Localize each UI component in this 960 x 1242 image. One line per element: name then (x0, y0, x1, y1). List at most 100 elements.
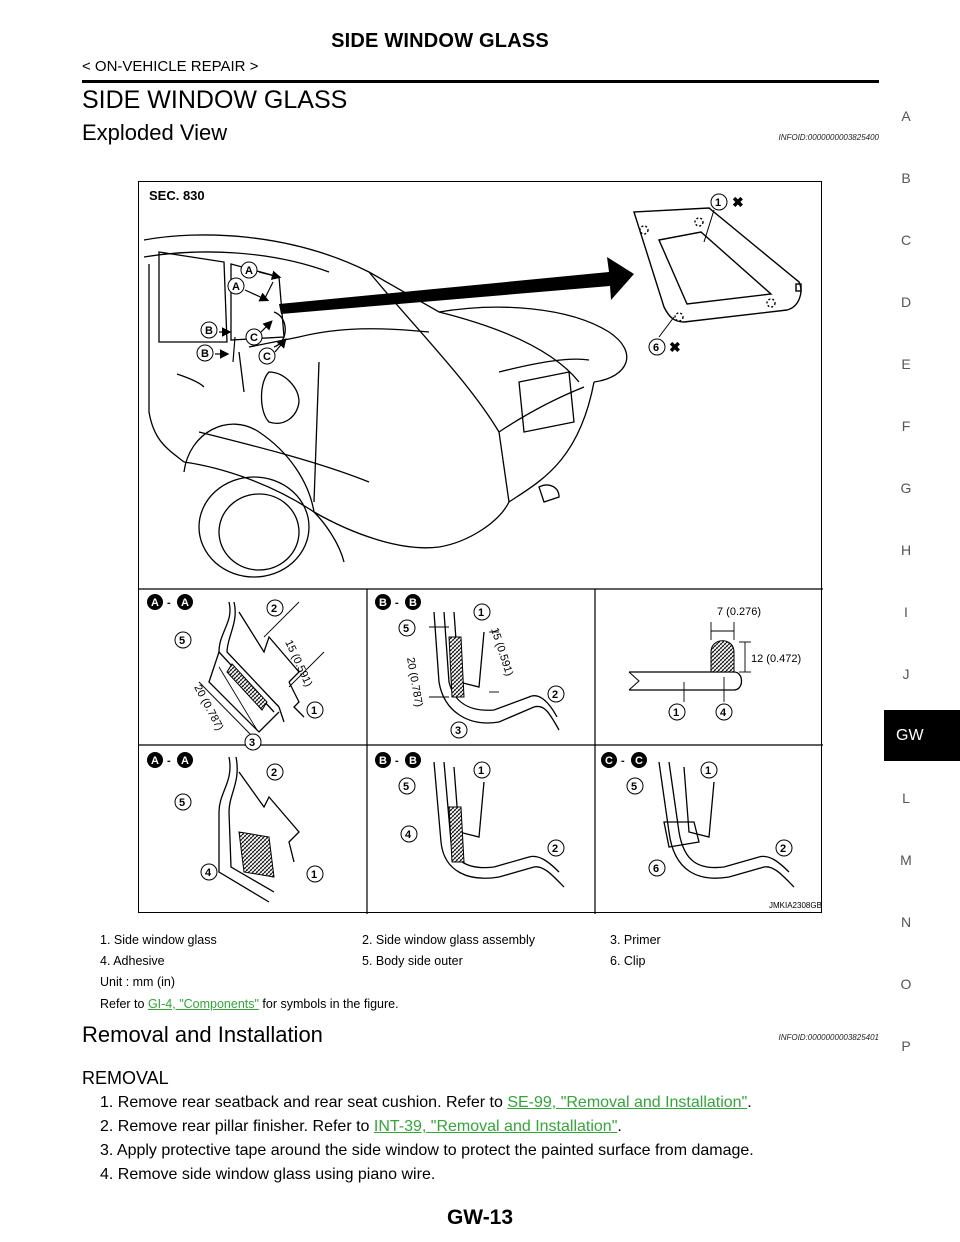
section-b-b-top: B - B 15 (0.591) 20 (0.787) 1 5 2 3 (375, 594, 565, 739)
exploded-view-infoid: INFOID:0000000003825400 (778, 133, 879, 142)
section-mark-c: C (250, 332, 258, 344)
svg-text:1: 1 (478, 607, 484, 619)
section-a-a-bottom: A - A 2 5 4 1 (147, 752, 324, 903)
index-letter[interactable]: M (900, 852, 912, 868)
svg-text:2: 2 (271, 603, 277, 615)
legend-item: 3. Primer (610, 933, 661, 947)
svg-text:C: C (605, 755, 613, 767)
svg-text:7 (0.276): 7 (0.276) (717, 606, 761, 618)
svg-text:2: 2 (271, 767, 277, 779)
svg-text:5: 5 (403, 781, 409, 793)
index-letter[interactable]: L (902, 790, 910, 806)
index-letter[interactable]: F (901, 418, 911, 434)
breadcrumb: < ON-VEHICLE REPAIR > (82, 58, 259, 75)
svg-text:B: B (379, 597, 387, 609)
svg-text:B: B (379, 755, 387, 767)
section-mark-a: A (245, 265, 253, 277)
step-2: 2. Remove rear pillar finisher. Refer to… (100, 1118, 622, 1135)
page-title: SIDE WINDOW GLASS (82, 86, 348, 114)
section-c-c: C - C 1 5 6 2 (601, 752, 795, 888)
section-mark-b: B (201, 348, 209, 360)
svg-text:5: 5 (179, 797, 185, 809)
index-letter[interactable]: J (902, 666, 910, 682)
svg-text:5: 5 (403, 623, 409, 635)
svg-text:20 (0.787): 20 (0.787) (191, 683, 225, 733)
removal-installation-infoid: INFOID:0000000003825401 (778, 1033, 879, 1042)
index-tab-active[interactable]: GW (884, 710, 960, 761)
gi-4-components-link[interactable]: GI-4, "Components" (147, 997, 259, 1011)
svg-text:1: 1 (673, 707, 679, 719)
index-letter[interactable]: I (904, 604, 908, 620)
section-mark-b: B (205, 325, 213, 337)
svg-text:4: 4 (720, 707, 727, 719)
svg-text:5: 5 (179, 635, 185, 647)
exploded-view-figure: SEC. 830 (138, 181, 823, 914)
legend-item: 4. Adhesive (100, 954, 165, 968)
svg-text:A: A (151, 755, 159, 767)
removal-installation-heading: Removal and Installation (82, 1022, 323, 1047)
se-99-link[interactable]: SE-99, "Removal and Installation" (507, 1094, 748, 1111)
int-39-link[interactable]: INT-39, "Removal and Installation" (373, 1118, 618, 1135)
index-letter[interactable]: O (900, 976, 912, 992)
main-callouts: 1 ✖ 6 ✖ A A B B C C (196, 193, 744, 365)
section-b-b-bottom: B - B 1 5 4 2 (375, 752, 565, 888)
svg-text:2: 2 (780, 843, 786, 855)
section-mark-c: C (263, 351, 271, 363)
svg-text:1: 1 (478, 765, 484, 777)
svg-text:4: 4 (405, 829, 412, 841)
svg-text:6: 6 (653, 863, 659, 875)
figure-section: SEC. 830 (149, 188, 205, 203)
svg-text:4: 4 (205, 867, 212, 879)
bead-detail: 7 (0.276) 12 (0.472) 1 4 (628, 606, 801, 721)
side-window-glass-illustration (633, 207, 802, 323)
step-4: 4. Remove side window glass using piano … (100, 1166, 436, 1183)
svg-text:2: 2 (552, 689, 558, 701)
svg-text:1: 1 (705, 765, 711, 777)
header-rule (82, 80, 879, 83)
index-letter[interactable]: B (901, 170, 911, 186)
section-mark-a: A (232, 281, 240, 293)
svg-text:C: C (635, 755, 643, 767)
svg-text:-: - (621, 755, 625, 767)
section-grid (139, 588, 823, 914)
index-letter[interactable]: H (900, 542, 912, 558)
svg-text:-: - (167, 755, 171, 767)
legend-unit: Unit : mm (in) (100, 975, 175, 989)
svg-text:B: B (409, 597, 417, 609)
index-letter[interactable]: G (900, 480, 912, 496)
svg-text:-: - (395, 597, 399, 609)
svg-text:✖: ✖ (732, 194, 744, 210)
svg-text:✖: ✖ (669, 339, 681, 355)
svg-text:12 (0.472): 12 (0.472) (751, 653, 801, 665)
svg-text:5: 5 (631, 781, 637, 793)
legend-item: 5. Body side outer (362, 954, 463, 968)
svg-text:-: - (395, 755, 399, 767)
index-letter[interactable]: A (901, 108, 911, 124)
page-number: GW-13 (446, 1206, 514, 1229)
exploded-view-heading: Exploded View (82, 120, 228, 145)
svg-text:A: A (181, 597, 189, 609)
svg-text:A: A (151, 597, 159, 609)
index-letter[interactable]: E (901, 356, 911, 372)
index-letter[interactable]: C (900, 232, 912, 248)
step-1: 1. Remove rear seatback and rear seat cu… (100, 1094, 752, 1111)
legend-item: 1. Side window glass (100, 933, 217, 947)
svg-text:2: 2 (552, 843, 558, 855)
step-3: 3. Apply protective tape around the side… (100, 1142, 754, 1159)
index-letter[interactable]: N (900, 914, 912, 930)
figure-note: Refer to GI-4, "Components" for symbols … (100, 997, 399, 1011)
svg-text:15 (0.591): 15 (0.591) (282, 638, 314, 689)
figure-code: JMKIA2308GB (769, 901, 822, 910)
removal-subheading: REMOVAL (82, 1068, 169, 1088)
svg-text:A: A (181, 755, 189, 767)
callout-6: 6 (653, 342, 659, 354)
svg-text:20 (0.787): 20 (0.787) (404, 656, 425, 707)
index-letter[interactable]: P (901, 1038, 911, 1054)
svg-text:-: - (167, 597, 171, 609)
svg-text:3: 3 (249, 737, 255, 749)
index-letter[interactable]: D (900, 294, 912, 310)
svg-text:3: 3 (455, 725, 461, 737)
svg-text:15 (0.591): 15 (0.591) (488, 626, 515, 677)
svg-text:1: 1 (311, 705, 317, 717)
big-arrow (279, 257, 634, 314)
